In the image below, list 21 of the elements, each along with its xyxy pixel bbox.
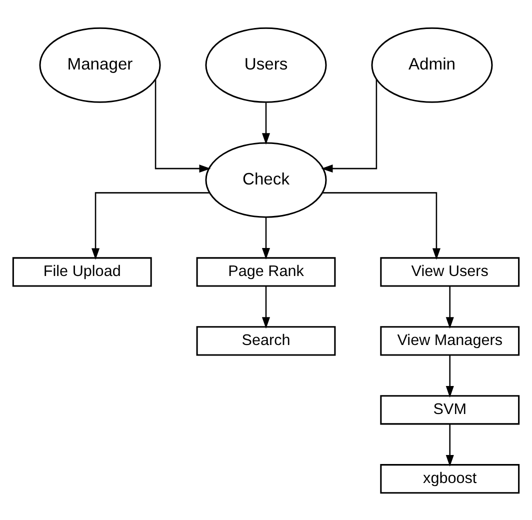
arrow (322, 192, 440, 260)
arrow (446, 354, 454, 398)
node-ellipse: Manager (39, 26, 161, 102)
node-box: xgboost (380, 464, 520, 494)
node-ellipse: Users (205, 26, 327, 102)
node-ellipse: Admin (371, 26, 493, 102)
arrow (446, 286, 454, 328)
arrow (446, 424, 454, 466)
arrow (262, 216, 270, 259)
node-box: SVM (380, 394, 520, 424)
arrow (154, 79, 211, 172)
node-box: File Upload (12, 256, 152, 286)
arrow (321, 79, 378, 172)
node-box: Search (196, 326, 336, 356)
node-box: Page Rank (196, 256, 336, 286)
node-ellipse: Check (205, 142, 327, 218)
arrow (92, 192, 210, 260)
arrow (262, 102, 270, 144)
node-box: View Managers (380, 326, 520, 356)
node-box: View Users (380, 256, 520, 286)
arrow (262, 286, 270, 328)
